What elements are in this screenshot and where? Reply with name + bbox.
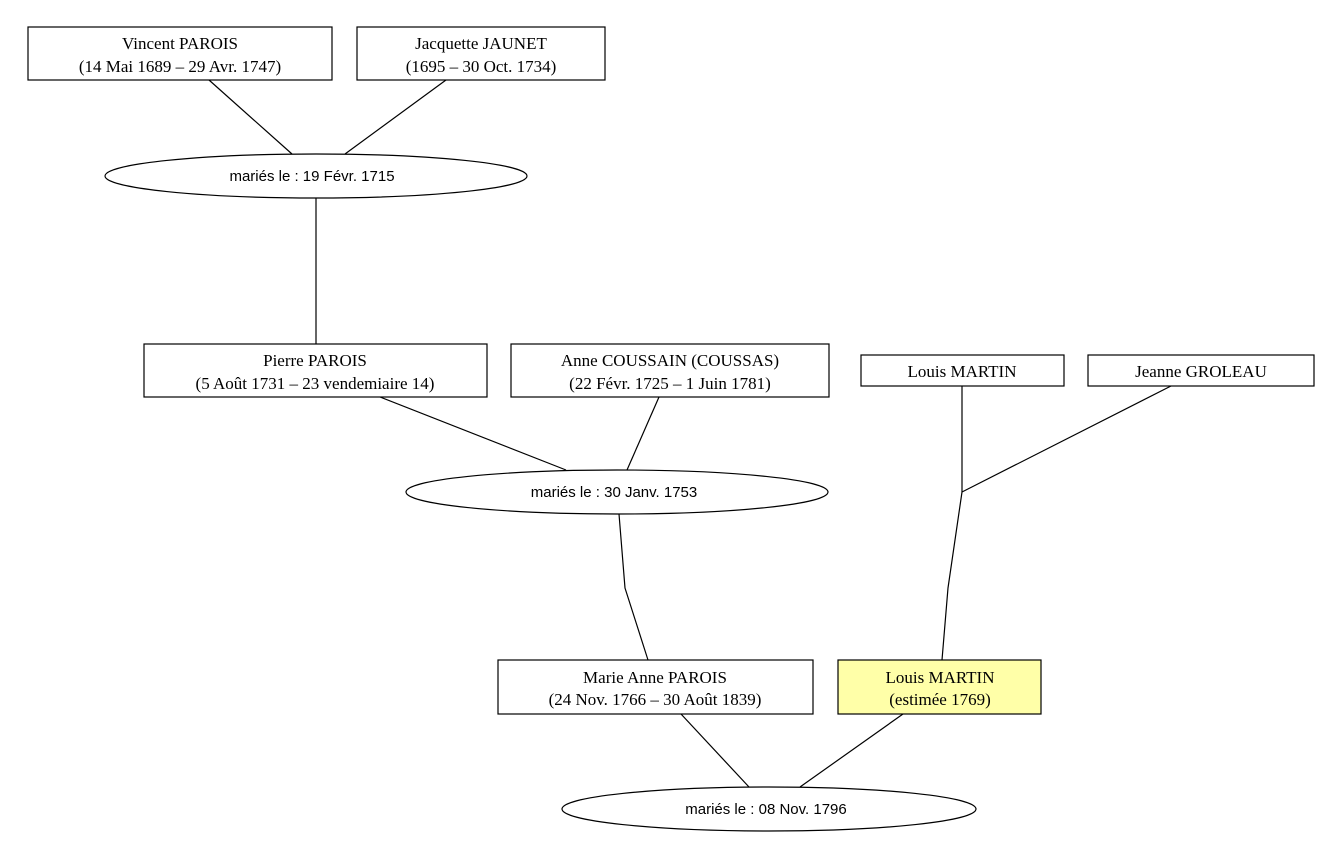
person-name: Jeanne GROLEAU bbox=[1135, 362, 1267, 381]
person-name: Louis MARTIN bbox=[907, 362, 1016, 381]
person-name: Anne COUSSAIN (COUSSAS) bbox=[561, 351, 779, 370]
marriage-label: mariés le : 30 Janv. 1753 bbox=[531, 484, 697, 501]
marriage-1715[interactable]: mariés le : 19 Févr. 1715 bbox=[104, 153, 528, 199]
edge-m1753-to-marie-anne bbox=[618, 513, 649, 661]
person-name: Vincent PAROIS bbox=[122, 34, 238, 53]
person-dates: (estimée 1769) bbox=[889, 690, 991, 709]
person-jacquette-jaunet[interactable]: Jacquette JAUNET (1695 – 30 Oct. 1734) bbox=[356, 26, 606, 81]
person-name: Louis MARTIN bbox=[885, 668, 994, 687]
person-louis-martin-sr[interactable]: Louis MARTIN bbox=[860, 354, 1065, 387]
person-dates: (22 Févr. 1725 – 1 Juin 1781) bbox=[569, 374, 771, 393]
edge-junction-to-louis bbox=[941, 491, 963, 661]
person-dates: (14 Mai 1689 – 29 Avr. 1747) bbox=[79, 57, 281, 76]
person-pierre-parois[interactable]: Pierre PAROIS (5 Août 1731 – 23 vendemia… bbox=[143, 343, 488, 398]
edge-jeanne-to-junction bbox=[961, 385, 1172, 493]
edge-jacquette-to-m1715 bbox=[344, 79, 447, 155]
edge-vincent-to-m1715 bbox=[208, 79, 293, 155]
marriage-1796[interactable]: mariés le : 08 Nov. 1796 bbox=[561, 786, 977, 832]
person-name: Pierre PAROIS bbox=[263, 351, 367, 370]
person-jeanne-groleau[interactable]: Jeanne GROLEAU bbox=[1087, 354, 1315, 387]
marriage-label: mariés le : 08 Nov. 1796 bbox=[685, 801, 846, 818]
person-name: Marie Anne PAROIS bbox=[583, 668, 727, 687]
edge-anne-to-m1753 bbox=[626, 396, 660, 471]
edge-marie-anne-to-m1796 bbox=[680, 713, 750, 788]
person-louis-martin[interactable]: Louis MARTIN (estimée 1769) bbox=[837, 659, 1042, 715]
person-dates: (24 Nov. 1766 – 30 Août 1839) bbox=[549, 690, 762, 709]
edge-louis-to-m1796 bbox=[799, 713, 904, 788]
person-anne-coussain[interactable]: Anne COUSSAIN (COUSSAS) (22 Févr. 1725 –… bbox=[510, 343, 830, 398]
person-dates: (5 Août 1731 – 23 vendemiaire 14) bbox=[196, 374, 435, 393]
person-name: Jacquette JAUNET bbox=[415, 34, 547, 53]
person-marie-anne-parois[interactable]: Marie Anne PAROIS (24 Nov. 1766 – 30 Aoû… bbox=[497, 659, 814, 715]
edge-pierre-to-m1753 bbox=[379, 396, 567, 471]
person-vincent-parois[interactable]: Vincent PAROIS (14 Mai 1689 – 29 Avr. 17… bbox=[27, 26, 333, 81]
marriage-label: mariés le : 19 Févr. 1715 bbox=[229, 168, 394, 185]
person-dates: (1695 – 30 Oct. 1734) bbox=[406, 57, 557, 76]
marriage-1753[interactable]: mariés le : 30 Janv. 1753 bbox=[405, 469, 829, 515]
edges bbox=[208, 79, 1172, 788]
